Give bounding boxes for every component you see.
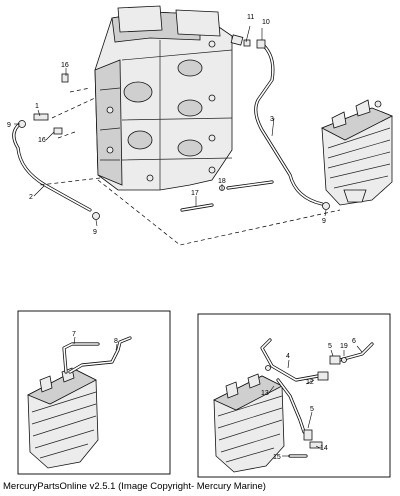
copyright-footer: MercuryPartsOnline v2.5.1 (Image Copyrig… — [3, 481, 266, 492]
callout-5-top: 5 — [328, 343, 332, 350]
callout-13: 13 — [261, 390, 269, 397]
callout-4: 4 — [286, 353, 290, 360]
hoses-main — [12, 42, 324, 212]
callout-15: 15 — [273, 454, 281, 461]
callout-8: 8 — [114, 338, 118, 345]
fittings-main — [18, 34, 330, 220]
callouts-main: 11 10 3 16 1 9 16 2 17 18 9 9 — [7, 14, 326, 236]
assembly-dashed-lines — [39, 87, 341, 246]
callout-16-mid: 16 — [38, 137, 46, 144]
callout-6: 6 — [352, 338, 356, 345]
callout-16-top: 16 — [61, 62, 69, 69]
callout-9-bottom: 9 — [93, 229, 97, 236]
callout-5-bottom: 5 — [310, 406, 314, 413]
callout-19: 19 — [340, 343, 348, 350]
callout-2: 2 — [29, 194, 33, 201]
callout-3: 3 — [270, 116, 274, 123]
engine-block — [94, 5, 233, 191]
callout-1: 1 — [35, 103, 39, 110]
inset-panel-left: 7 8 — [17, 310, 171, 475]
callout-11: 11 — [247, 14, 254, 21]
callout-9-right: 9 — [322, 218, 326, 225]
callout-12: 12 — [306, 379, 314, 386]
vapor-separator-tank — [321, 99, 393, 206]
callout-18: 18 — [218, 178, 226, 185]
callout-9-left: 9 — [7, 122, 11, 129]
leader-lines-main — [14, 25, 327, 227]
callout-10: 10 — [262, 19, 270, 26]
callout-17: 17 — [191, 190, 199, 197]
inset-panel-right: 4 5 19 6 12 13 5 14 15 — [197, 313, 391, 478]
callout-14: 14 — [320, 445, 328, 452]
callout-7: 7 — [72, 331, 76, 338]
